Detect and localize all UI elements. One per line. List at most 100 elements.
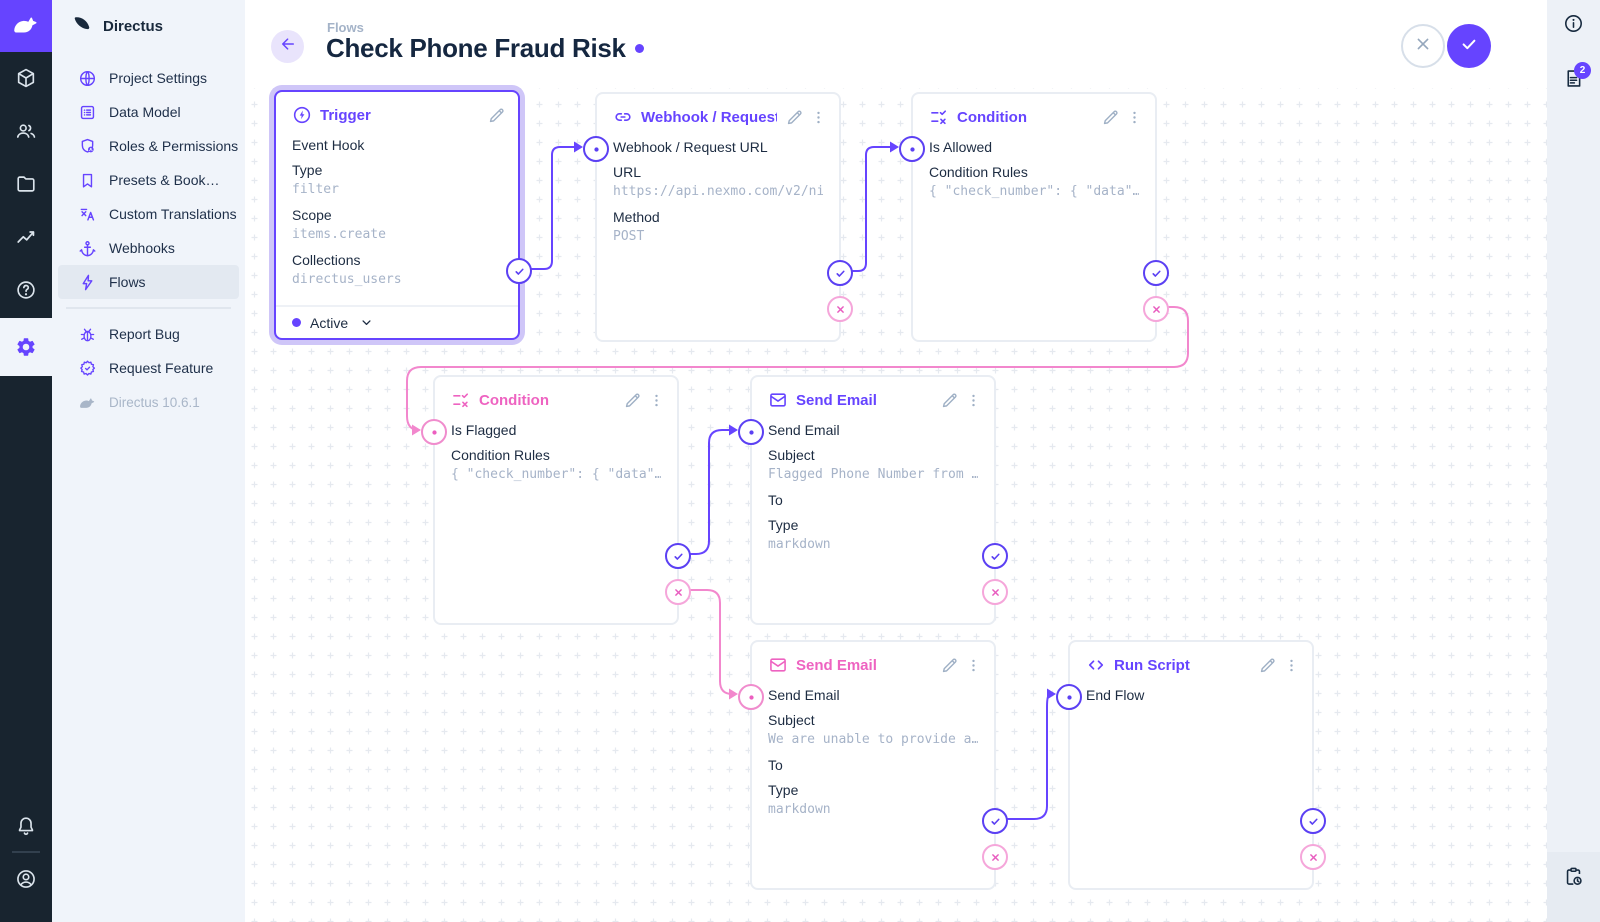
edit-pencil-icon[interactable]	[623, 391, 642, 410]
logs-count-badge: 2	[1574, 61, 1591, 79]
module-files-button[interactable]	[0, 158, 52, 210]
connector-input[interactable]	[421, 419, 447, 445]
sidebar-item-webhooks[interactable]: Webhooks	[58, 231, 239, 265]
project-title-row[interactable]: Directus	[52, 0, 245, 52]
field-value: https://api.nexmo.com/v2/ni	[613, 184, 823, 199]
connector-input[interactable]	[583, 136, 609, 162]
edit-pencil-icon[interactable]	[940, 391, 959, 410]
save-flow-button[interactable]	[1447, 24, 1491, 68]
panel-header: Condition	[435, 377, 677, 410]
connector-resolve[interactable]	[982, 543, 1008, 569]
panel-run-script[interactable]: Run Script End Flow	[1056, 640, 1326, 890]
field-value: directus_users	[292, 272, 402, 287]
edit-pencil-icon[interactable]	[940, 656, 959, 675]
condition-rule-icon	[451, 390, 471, 410]
kebab-menu-icon[interactable]	[965, 657, 982, 674]
sidebar-item-presets-bookmarks[interactable]: Presets & Bookmarks	[58, 163, 239, 197]
sidebar-item-project-settings[interactable]: Project Settings	[58, 61, 239, 95]
flow-canvas: Flows Check Phone Fraud Risk Trigger Eve…	[245, 0, 1547, 922]
panel-title: Condition	[479, 391, 549, 409]
connector-resolve[interactable]	[1143, 260, 1169, 286]
connector-reject[interactable]	[982, 579, 1008, 605]
field-value: filter	[292, 182, 339, 197]
flow-header: Flows Check Phone Fraud Risk	[245, 0, 1547, 88]
connector-reject[interactable]	[1143, 296, 1169, 322]
module-docs-button[interactable]	[0, 264, 52, 316]
edit-pencil-icon[interactable]	[785, 108, 804, 127]
right-sidebar-bottom-strip	[1547, 852, 1600, 922]
kebab-menu-icon[interactable]	[810, 109, 827, 126]
revisions-button[interactable]	[1547, 853, 1600, 905]
clipboard-clock-icon	[1563, 866, 1584, 892]
module-users-button[interactable]	[0, 105, 52, 157]
info-icon	[1563, 13, 1584, 39]
connector-input[interactable]	[1056, 684, 1082, 710]
edit-pencil-icon[interactable]	[487, 106, 506, 125]
field-label: Send Email	[768, 422, 840, 438]
kebab-menu-icon[interactable]	[965, 392, 982, 409]
panel-header: Condition	[913, 94, 1155, 127]
module-settings-button[interactable]	[0, 321, 52, 373]
connector-input[interactable]	[738, 419, 764, 445]
kebab-menu-icon[interactable]	[1126, 109, 1143, 126]
connector-resolve[interactable]	[506, 258, 532, 284]
sidebar-item-report-bug[interactable]: Report Bug	[58, 317, 239, 351]
connector-input[interactable]	[738, 684, 764, 710]
sidebar-item-roles-permissions[interactable]: Roles & Permissions	[58, 129, 239, 163]
edit-pencil-icon[interactable]	[1101, 108, 1120, 127]
kebab-menu-icon[interactable]	[648, 392, 665, 409]
field-label: Type	[292, 162, 323, 178]
sidebar-item-data-model[interactable]: Data Model	[58, 95, 239, 129]
connector-resolve[interactable]	[665, 543, 691, 569]
status-label: Active	[310, 314, 349, 331]
user-avatar-button[interactable]	[0, 853, 52, 905]
breadcrumb[interactable]: Flows	[327, 20, 364, 35]
sidebar-item-request-feature[interactable]: Request Feature	[58, 351, 239, 385]
cancel-edits-button[interactable]	[1401, 24, 1445, 68]
translate-icon	[78, 205, 97, 224]
flow-status-toggle[interactable]: Active	[276, 305, 518, 338]
field-value: markdown	[768, 537, 831, 552]
field-label: Type	[768, 517, 799, 533]
connector-resolve[interactable]	[827, 260, 853, 286]
sidebar-item-custom-translations[interactable]: Custom Translations	[58, 197, 239, 231]
notifications-bell-button[interactable]	[0, 800, 52, 852]
module-bar	[0, 0, 52, 922]
module-content-button[interactable]	[0, 52, 52, 104]
connector-reject[interactable]	[982, 844, 1008, 870]
field-label: Condition Rules	[451, 447, 550, 463]
flow-status-dot	[634, 44, 644, 53]
field-label: URL	[613, 164, 642, 180]
list-alt-icon	[78, 103, 97, 122]
panel-title: Webhook / Request URL	[641, 108, 777, 126]
info-button[interactable]	[1547, 0, 1600, 52]
connector-resolve[interactable]	[982, 808, 1008, 834]
edit-pencil-icon[interactable]	[1258, 656, 1277, 675]
directus-logo-button[interactable]	[0, 0, 52, 52]
kebab-menu-icon[interactable]	[1283, 657, 1300, 674]
panel-condition-is-allowed[interactable]: Condition Is Allowed Condition Rules{ "c…	[899, 92, 1169, 342]
connector-reject[interactable]	[665, 579, 691, 605]
field-label: Type	[768, 782, 799, 798]
back-button[interactable]	[271, 30, 304, 63]
sidebar-item-flows[interactable]: Flows	[58, 265, 239, 299]
bookmark-icon	[78, 171, 97, 190]
mail-icon	[768, 390, 788, 410]
panel-condition-is-flagged[interactable]: Condition Is Flagged Condition Rules{ "c…	[421, 375, 691, 625]
panel-webhook-request-url[interactable]: Webhook / Request URL Webhook / Request …	[583, 92, 853, 342]
version-label-row: Directus 10.6.1	[58, 385, 239, 419]
field-label: Scope	[292, 207, 332, 223]
logs-button[interactable]: 2	[1547, 52, 1600, 104]
connector-reject[interactable]	[827, 296, 853, 322]
connector-input[interactable]	[899, 136, 925, 162]
module-insights-button[interactable]	[0, 211, 52, 263]
connector-reject[interactable]	[1300, 844, 1326, 870]
connector-resolve[interactable]	[1300, 808, 1326, 834]
